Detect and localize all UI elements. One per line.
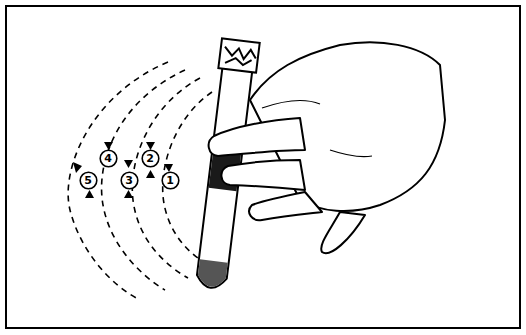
index-finger: [221, 160, 305, 190]
thumb: [209, 118, 305, 156]
motion-arc: [68, 62, 168, 300]
arrow-head: [164, 164, 173, 172]
callout-circle: 1: [161, 171, 180, 190]
arrow-head: [124, 190, 133, 198]
direction-arrows: [73, 142, 173, 198]
callout-circle: 2: [141, 149, 160, 168]
arrow-head: [85, 190, 94, 198]
callout-number: 4: [99, 149, 118, 168]
frame: [6, 6, 520, 328]
callout-circle: 4: [99, 149, 118, 168]
arrow-head: [104, 142, 113, 150]
callout-number: 1: [161, 171, 180, 190]
stopper: [218, 38, 259, 72]
motion-arcs: [68, 62, 212, 300]
sediment: [197, 259, 228, 288]
stopper-pattern: [223, 47, 257, 67]
middle-finger: [249, 192, 322, 220]
callout-circle: 3: [120, 171, 139, 190]
motion-arc: [102, 70, 185, 290]
callout-number: 5: [79, 171, 98, 190]
hand-crease: [262, 101, 372, 157]
callout-number: 3: [120, 171, 139, 190]
callout-circle: 5: [79, 171, 98, 190]
motion-arc: [132, 78, 200, 278]
little-finger: [321, 212, 365, 253]
arrow-head: [146, 142, 155, 150]
arrow-head: [146, 170, 155, 178]
arrow-head: [124, 160, 133, 168]
arrow-head: [73, 162, 82, 173]
callout-number: 2: [141, 149, 160, 168]
hand: [209, 42, 445, 253]
